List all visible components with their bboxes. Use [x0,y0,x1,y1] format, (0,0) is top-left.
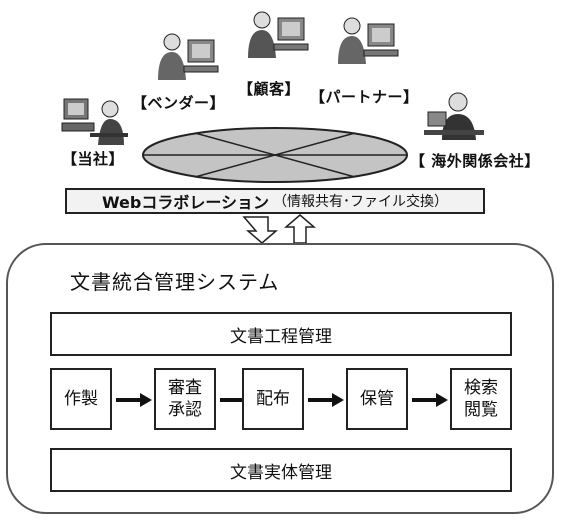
process-management-box: 文書工程管理 [50,312,512,356]
network-ellipse [142,127,408,183]
web-collaboration-title: Webコラボレーション [101,193,270,212]
arrow-right-icon [412,393,448,407]
entity-management-box: 文書実体管理 [50,448,512,492]
step-distribute: 配布 [242,368,304,430]
label-customer: 【顧客】 [238,80,301,98]
person-computer-icon [61,98,128,145]
label-self: 【当社】 [62,150,125,168]
step-create: 作製 [50,368,112,430]
person-phone-icon [424,92,484,140]
person-computer-icon [248,11,309,58]
bidirectional-arrow-icon [242,214,316,244]
person-computer-icon [158,33,219,80]
web-collaboration-bar: Webコラボレーション （情報共有･ファイル交換） [65,188,485,214]
step-review-approve: 審査 承認 [154,368,216,430]
step-search-view: 検索 閲覧 [450,368,512,430]
label-vendor: 【ベンダー】 [132,94,226,112]
person-computer-icon [338,17,399,64]
label-partner: 【パートナー】 [310,88,419,106]
system-title: 文書統合管理システム [70,270,280,294]
web-collaboration-detail: （情報共有･ファイル交換） [273,194,449,210]
arrow-right-icon [308,393,344,407]
label-overseas: 【 海外関係会社】 [410,152,540,170]
step-store: 保管 [346,368,408,430]
arrow-right-icon [116,393,152,407]
